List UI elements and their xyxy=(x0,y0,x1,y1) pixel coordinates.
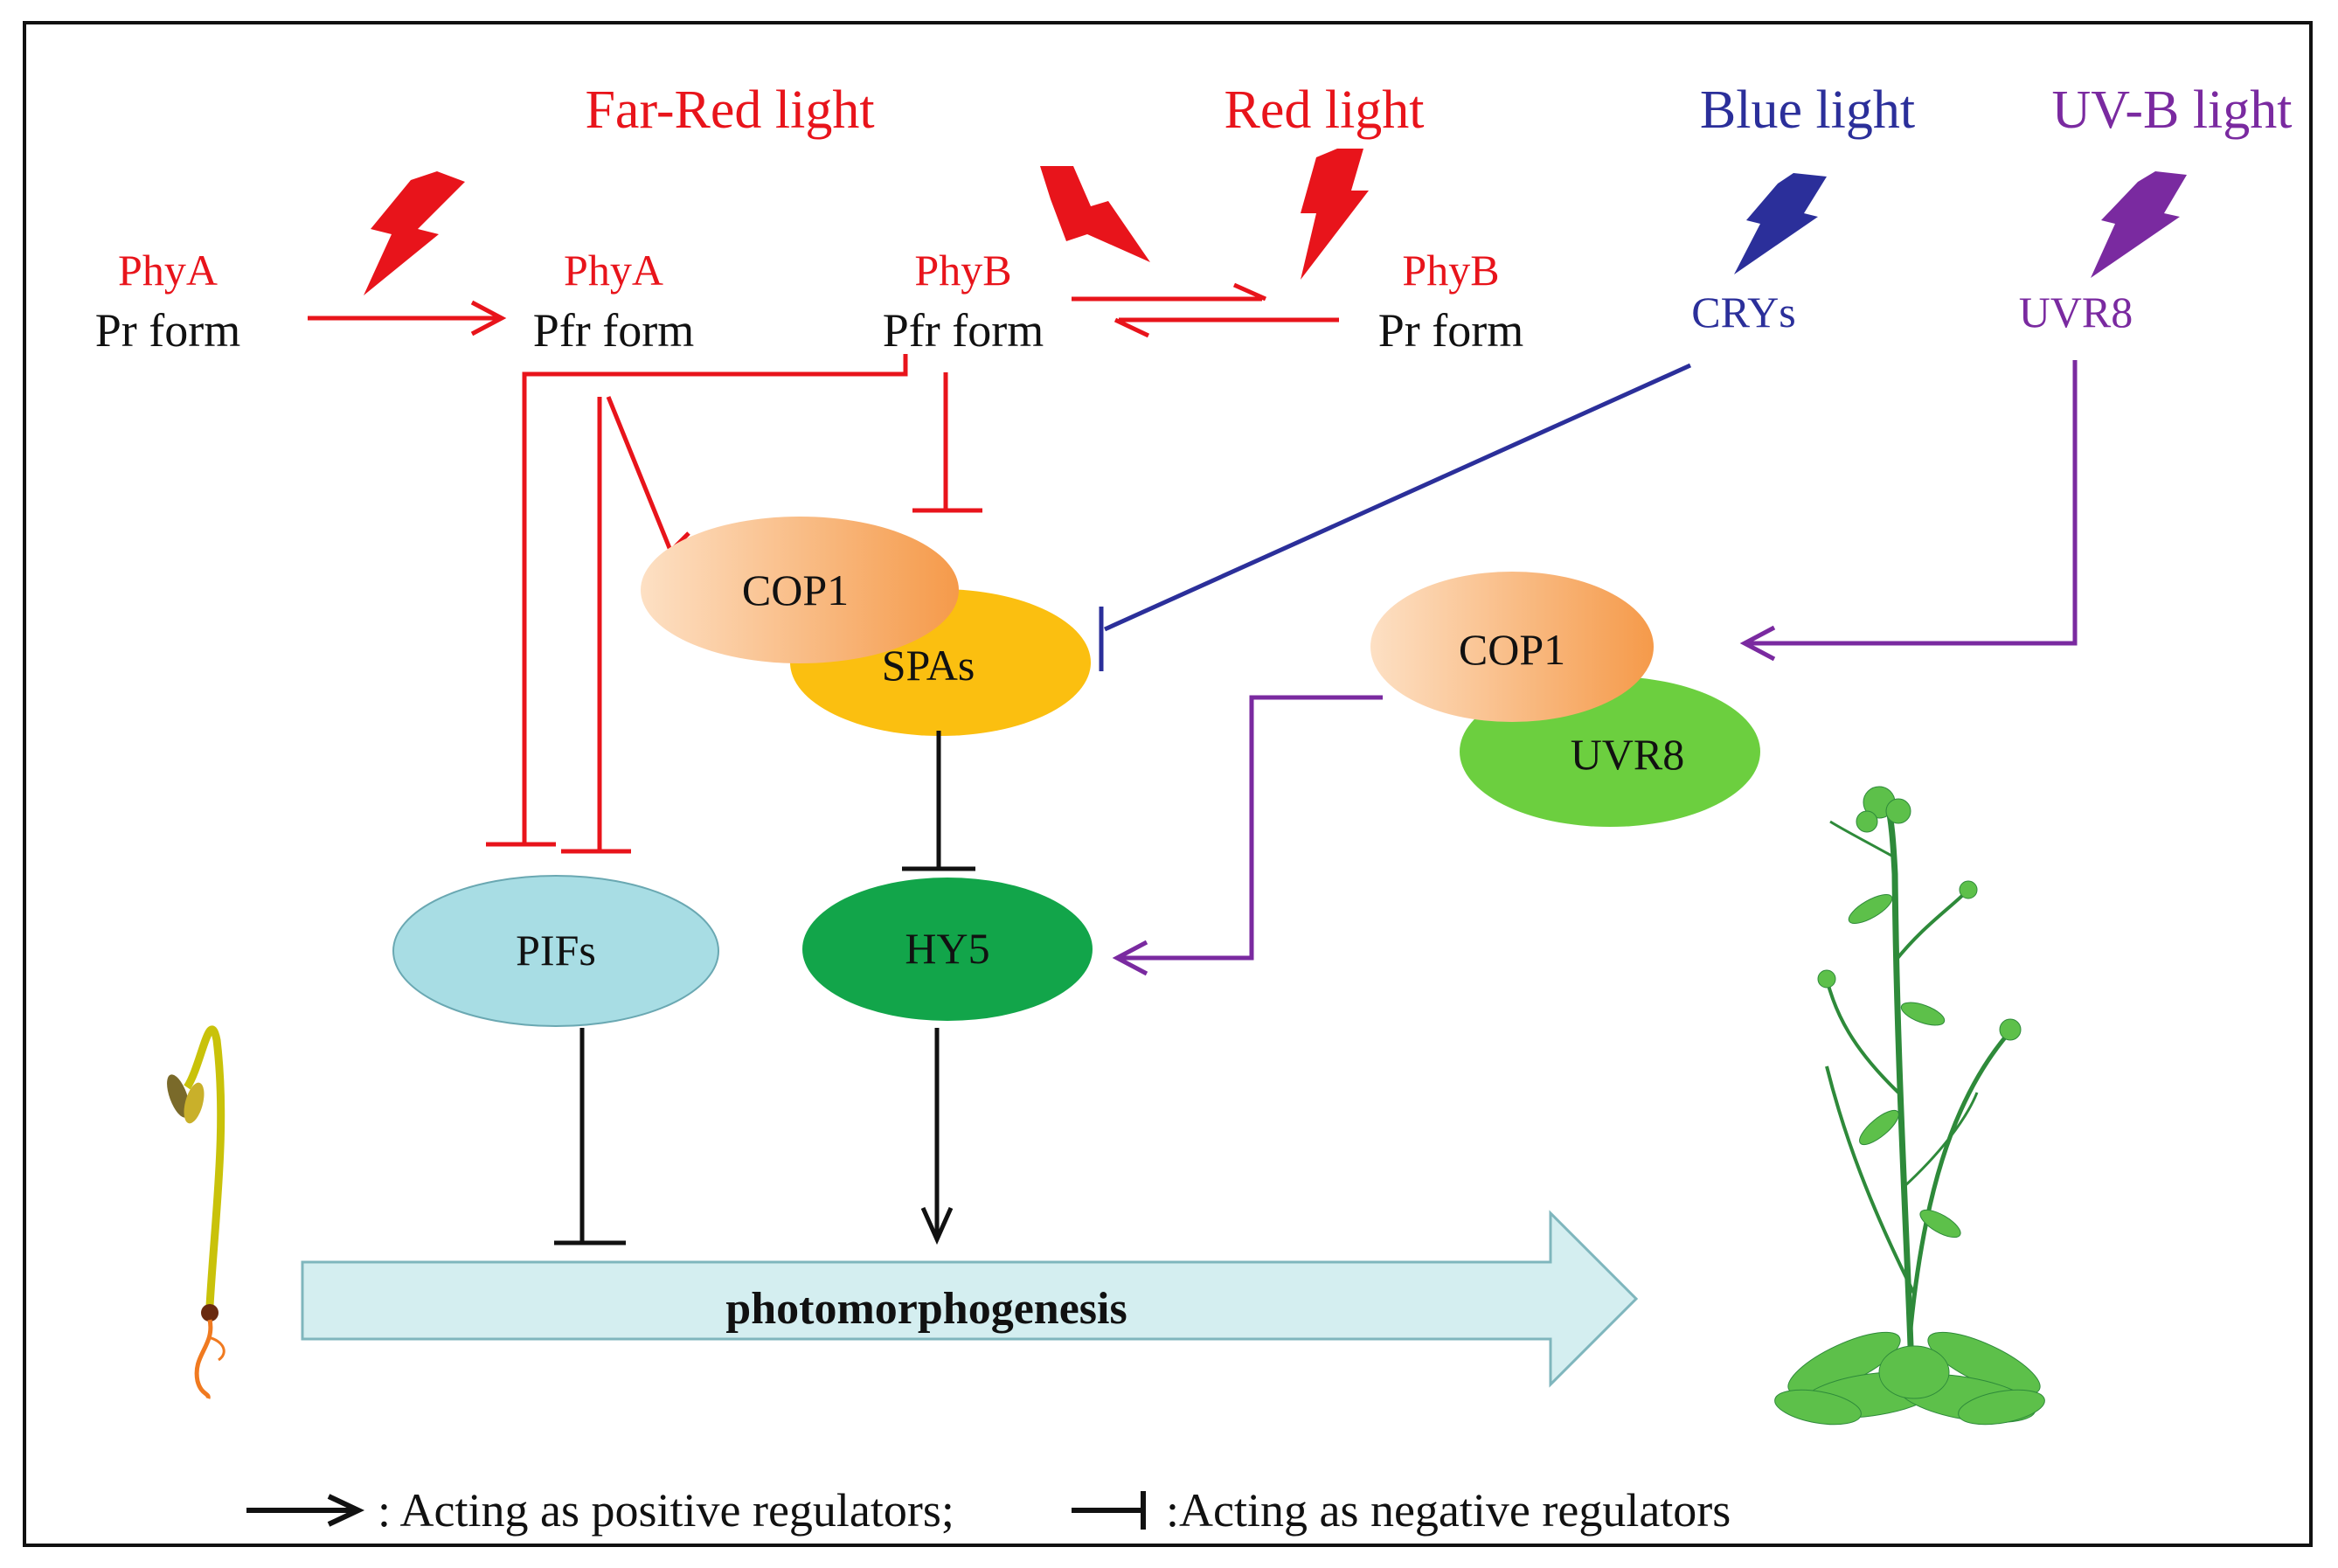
seedling-illustration xyxy=(167,1025,225,1399)
crys-to-cop1-inhibition xyxy=(1099,363,1692,671)
lightning-bolt-icon xyxy=(1040,166,1150,262)
uvr8-label: UVR8 xyxy=(1571,730,1685,779)
photomorphogenesis-label: photomorphogenesis xyxy=(725,1284,1127,1334)
pifs-to-photomorphogenesis-inhibition xyxy=(554,1028,626,1245)
lightning-bolt-icon xyxy=(1301,149,1369,280)
pifs-node: PIFs xyxy=(392,875,719,1027)
cop1-spas-complex: COP1 SPAs xyxy=(641,517,1091,736)
cop1-uvr8-complex: COP1 UVR8 xyxy=(1370,572,1760,827)
phyb-pfr-form: Pfr form xyxy=(883,304,1044,357)
phya-pfr-form: Pfr form xyxy=(533,304,694,357)
cop1-label: COP1 xyxy=(1459,625,1565,674)
legend: : Acting as positive regulators; :Acting… xyxy=(246,1484,1731,1537)
phyb-reversible-arrows xyxy=(1072,282,1339,338)
hy5-to-photomorphogenesis-arrow xyxy=(920,1028,954,1245)
crys-label: CRYs xyxy=(1691,288,1796,336)
pifs-label: PIFs xyxy=(516,926,596,975)
phya-pr-form: Pr form xyxy=(95,304,240,357)
legend-positive-label: : Acting as positive regulators; xyxy=(378,1484,954,1537)
hy5-label: HY5 xyxy=(905,924,989,973)
legend-negative-tbar-icon xyxy=(1072,1491,1146,1530)
phya-pfr-name: PhyA xyxy=(564,246,663,295)
uvr8-receptor-label: UVR8 xyxy=(2019,288,2133,336)
red-light-label: Red light xyxy=(1224,80,1424,140)
hy5-node: HY5 xyxy=(802,878,1093,1021)
phya-pr-name: PhyA xyxy=(118,246,218,295)
phya-to-pifs-inhibition xyxy=(561,397,631,854)
legend-positive-arrow-icon xyxy=(246,1494,365,1527)
cop1-ellipse xyxy=(1370,572,1654,722)
lightning-bolt-icon xyxy=(1734,173,1827,274)
mature-plant-illustration xyxy=(1774,786,2045,1426)
cop1-to-hy5-inhibition xyxy=(902,731,975,871)
phyb-pfr-name: PhyB xyxy=(914,246,1011,295)
uvr8-to-cop1-arrow xyxy=(1739,360,2078,662)
uvb-light-label: UV-B light xyxy=(2051,80,2292,140)
cop1-label: COP1 xyxy=(742,565,849,614)
phyb-to-pifs-inhibition xyxy=(486,354,908,847)
lightning-bolt-icon xyxy=(2091,171,2187,278)
far-red-light-label: Far-Red light xyxy=(585,80,874,140)
photomorphogenesis-arrow: photomorphogenesis xyxy=(301,1210,1639,1388)
phyb-pr-form: Pr form xyxy=(1378,304,1523,357)
lightning-bolt-icon xyxy=(364,171,465,295)
phyb-pr-name: PhyB xyxy=(1402,246,1499,295)
blue-light-label: Blue light xyxy=(1700,80,1915,140)
phya-conversion-arrow xyxy=(308,300,507,336)
spas-label: SPAs xyxy=(882,641,975,690)
cop1-ellipse xyxy=(641,517,959,663)
legend-negative-label: :Acting as negative regulators xyxy=(1166,1484,1731,1537)
cop1-uvr8-to-hy5-arrow xyxy=(1112,695,1383,976)
phyb-to-cop1-inhibition xyxy=(912,372,982,513)
